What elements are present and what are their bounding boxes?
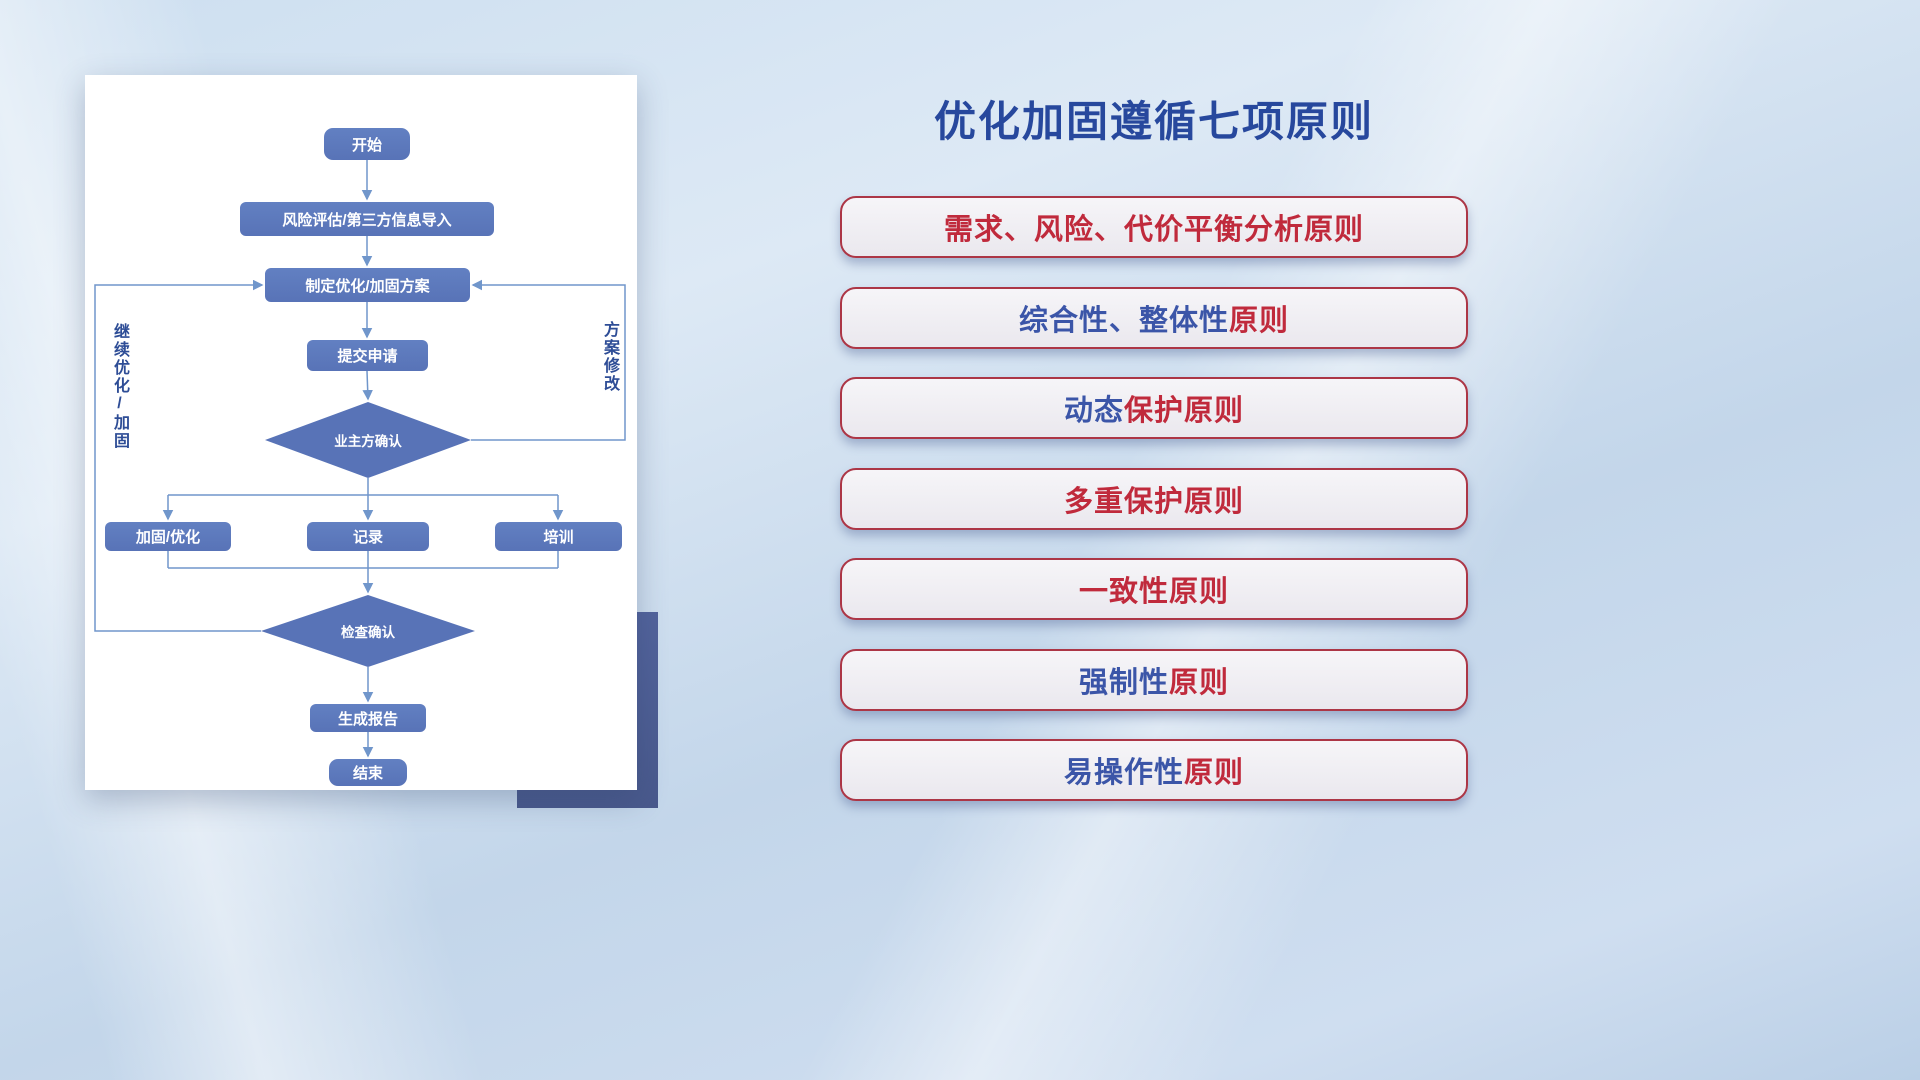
flow-label-continue-loop: 继续优化/加固	[111, 323, 128, 450]
principle-item: 需求、风险、代价平衡分析原则	[840, 196, 1468, 258]
principle-item: 强制性原则	[840, 648, 1468, 711]
principles-list: 需求、风险、代价平衡分析原则综合性、整体性原则动态保护原则多重保护原则一致性原则…	[840, 196, 1468, 801]
flow-node-make-plan: 制定优化/加固方案	[265, 268, 470, 302]
flow-connectors	[94, 160, 626, 758]
principle-text-segment: 原则	[1169, 666, 1230, 699]
principle-text-segment: 一致性原则	[1078, 576, 1229, 608]
flow-node-submit: 提交申请	[307, 340, 428, 371]
principle-text-segment: 原则	[1184, 757, 1245, 789]
principle-text-segment: 需求、风险、代价平衡分析原则	[943, 214, 1364, 246]
principle-text-segment: 强制性	[1078, 666, 1169, 699]
flow-decision-check-confirm-label: 检查确认	[341, 625, 395, 640]
flow-label-plan-modify: 方案修改	[601, 321, 618, 393]
flow-node-training: 培训	[495, 522, 622, 551]
principle-text-segment: 多重保护原则	[1063, 485, 1244, 518]
principle-item: 综合性、整体性原则	[840, 286, 1468, 349]
flow-node-end: 结束	[329, 759, 407, 786]
flow-node-record: 记录	[307, 522, 429, 551]
principle-item: 易操作性原则	[840, 739, 1468, 801]
flow-node-report: 生成报告	[310, 704, 426, 732]
principle-item: 一致性原则	[840, 558, 1468, 620]
principle-text-segment: 动态	[1063, 395, 1124, 427]
principle-item: 多重保护原则	[840, 467, 1468, 530]
principle-item: 动态保护原则	[840, 377, 1468, 439]
flow-node-start: 开始	[324, 128, 410, 160]
principle-text-segment: 原则	[1229, 304, 1290, 337]
principle-text-segment: 保护原则	[1124, 395, 1245, 427]
flowchart-card: 开始 风险评估/第三方信息导入 制定优化/加固方案 提交申请 业主方确认 加固/…	[85, 75, 637, 790]
principle-text-segment: 综合性、整体性	[1018, 304, 1229, 337]
panel-title: 优化加固遵循七项原则	[933, 98, 1374, 145]
flow-decision-owner-confirm-label: 业主方确认	[334, 434, 402, 449]
flow-node-risk-import: 风险评估/第三方信息导入	[240, 202, 494, 236]
flow-node-harden-optimize: 加固/优化	[105, 522, 231, 551]
principle-text-segment: 易操作性	[1063, 757, 1184, 789]
